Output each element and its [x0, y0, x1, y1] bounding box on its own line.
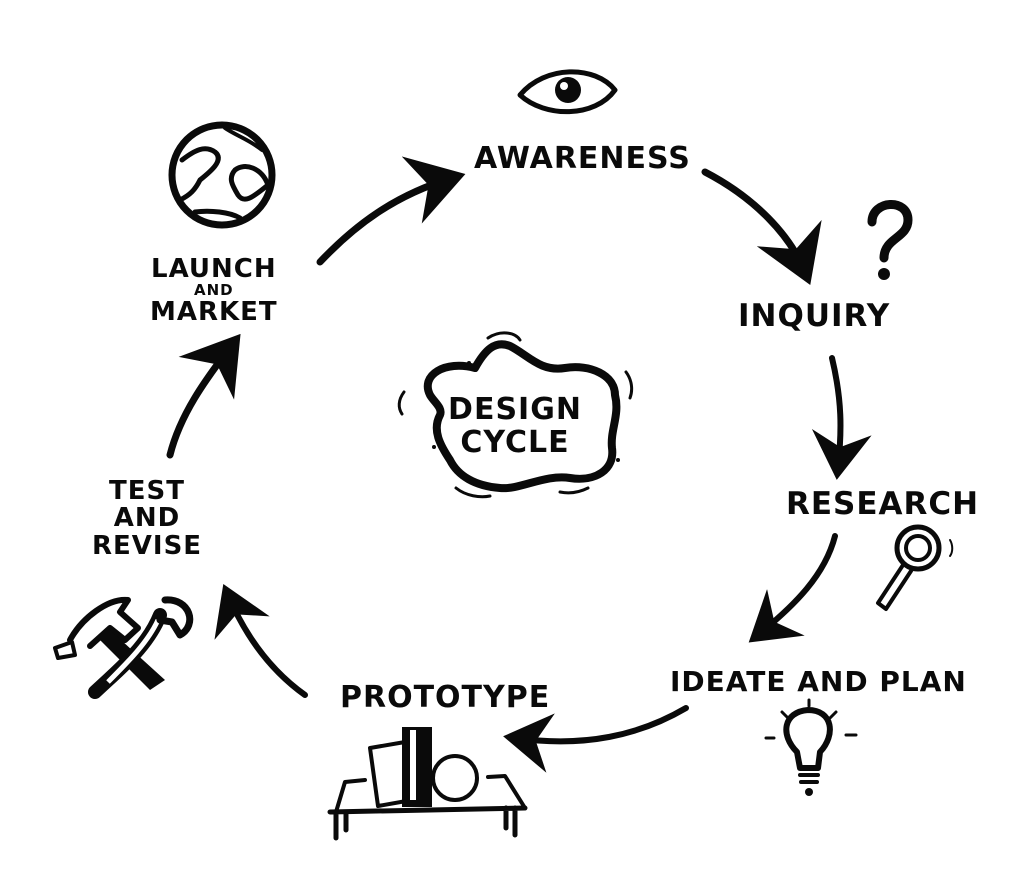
arrow-research-to-ideate [748, 533, 838, 643]
arrow-prototype-to-test [214, 583, 308, 698]
lightbulb-icon [764, 698, 858, 796]
stage-ideate-and-plan: IDEATE AND PLAN [670, 665, 967, 698]
magnifying-glass-icon [876, 524, 954, 611]
arrow-launch-to-awareness [316, 156, 466, 266]
hammer-wrench-icon [53, 596, 194, 699]
stage-launch-and-market: LAUNCH AND MARKET [150, 254, 278, 328]
diagram-title: DESIGN CYCLE [440, 393, 590, 459]
globe-icon [168, 121, 276, 229]
title-line-1: DESIGN [448, 392, 582, 427]
stage-prototype: PROTOTYPE [340, 680, 551, 715]
stage-inquiry: INQUIRY [738, 298, 891, 334]
stage-launch-line-3: MARKET [150, 297, 278, 328]
stage-launch-line-2: AND [194, 281, 234, 300]
prototype-table-icon [327, 727, 528, 841]
blob-icon [397, 331, 634, 499]
stage-test-line-3: REVISE [92, 530, 203, 561]
stage-awareness: AWARENESS [474, 141, 691, 176]
stage-research: RESEARCH [786, 486, 980, 522]
eye-icon [517, 69, 618, 115]
arrow-ideate-to-prototype [503, 705, 689, 773]
stage-launch-line-1: LAUNCH [151, 254, 277, 284]
arrow-test-to-launch [166, 333, 241, 459]
stage-test-line-2: AND [113, 503, 181, 534]
title-line-2: CYCLE [460, 425, 570, 460]
stage-test-and-revise: TEST AND REVISE [92, 476, 203, 561]
arrow-inquiry-to-research [811, 355, 872, 480]
arrow-awareness-to-inquiry [701, 168, 822, 285]
question-mark-icon [867, 200, 913, 280]
stage-test-line-1: TEST [109, 476, 186, 506]
